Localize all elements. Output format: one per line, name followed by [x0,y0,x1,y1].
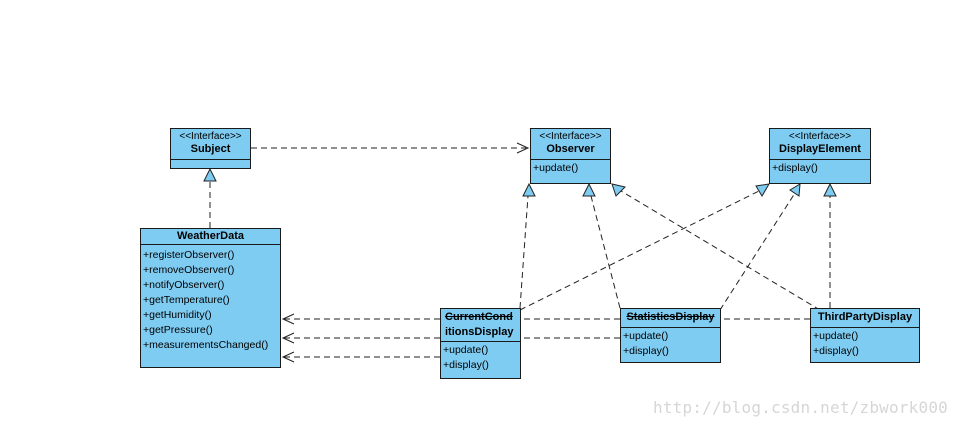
realization-arrowhead [611,183,626,197]
class-name: ThirdPartyDisplay [817,311,913,323]
operation: +getHumidity() [143,309,212,321]
blog-watermark: http://blog.csdn.net/zbwork000 [653,398,948,417]
operation: +update() [533,162,579,174]
statistics-display-realization [719,192,796,311]
operation: +display() [443,359,489,371]
realization-arrowhead [203,167,217,182]
operations: +registerObserver() +removeObserver() +n… [141,245,280,354]
observer-interface[interactable]: <<Interface>> Observer +update() [530,128,611,184]
class-name: StatisticsDisplay [626,311,715,323]
current-display-realization [519,189,762,311]
display-element-interface[interactable]: <<Interface>> DisplayElement +display() [769,128,871,184]
class-name-line-2: itionsDisplay [445,326,514,338]
operation: +update() [443,344,489,356]
operation: +display() [813,345,859,357]
operation: +measurementsChanged() [143,339,269,351]
weather-data-class[interactable]: WeatherData +registerObserver() +removeO… [140,228,281,368]
statistics-display-class[interactable]: StatisticsDisplay +update() +display() [620,308,721,363]
dependency-arrowhead [516,142,530,154]
operation: +display() [772,162,818,174]
realization-arrowhead [755,183,770,197]
interface-stereotype: <<Interface>> [539,131,602,142]
operation: +removeObserver() [143,264,235,276]
current-conditions-display-class[interactable]: CurrentCond itionsDisplay +update() +dis… [440,308,521,379]
interface-stereotype: <<Interface>> [788,131,852,142]
display-element-header: <<Interface>> DisplayElement [770,129,870,160]
interface-stereotype: <<Interface>> [179,131,242,142]
class-name-line-1: CurrentCond [445,311,513,323]
operations: +update() +display() [621,328,720,360]
weather-data-header: WeatherData [141,229,280,245]
thirdparty-observer-realization [620,190,821,311]
subject-interface[interactable]: <<Interface>> Subject [170,128,251,169]
class-name: Observer [546,143,595,155]
operation: +getTemperature() [143,294,230,306]
current-observer-realization [519,195,529,309]
realization-arrowhead [789,183,801,197]
realization-arrowhead [522,182,536,197]
operation: +notifyObserver() [143,279,225,291]
realization-arrowhead [582,182,596,197]
operations: +update() +display() [441,342,520,374]
operation: +update() [813,330,859,342]
third-party-header: ThirdPartyDisplay [811,309,919,328]
operations: +display() [770,160,870,177]
subject-header: <<Interface>> Subject [171,129,250,160]
statistics-observer-realization [590,195,621,309]
statistics-header: StatisticsDisplay [621,309,720,328]
operation: +registerObserver() [143,249,235,261]
current-conditions-header: CurrentCond itionsDisplay [441,309,520,342]
third-party-display-class[interactable]: ThirdPartyDisplay +update() +display() [810,308,920,363]
association-arrowhead [281,351,295,363]
operations: +update() +display() [811,328,919,360]
operations: +update() [531,160,610,177]
association-arrowhead [281,332,295,344]
class-name: Subject [190,143,231,155]
operation: +getPressure() [143,324,213,336]
operation: +update() [623,330,669,342]
realization-arrowhead [823,182,837,197]
class-name: DisplayElement [779,143,861,155]
class-name: WeatherData [176,230,245,242]
operation: +display() [623,345,669,357]
observer-header: <<Interface>> Observer [531,129,610,160]
association-arrowhead [281,313,295,325]
